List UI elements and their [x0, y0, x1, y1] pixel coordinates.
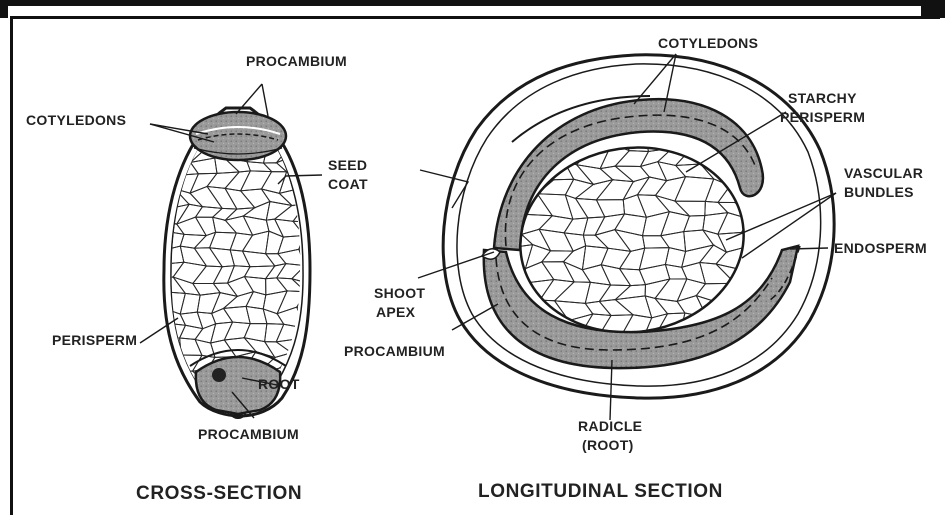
longitudinal-seed [443, 55, 834, 398]
label-long-endosperm: ENDOSPERM [834, 240, 927, 256]
label-cross-root: ROOT [258, 376, 300, 392]
label-long-starchy-1: STARCHY [788, 90, 857, 106]
label-long-radicle-1: RADICLE [578, 418, 642, 434]
label-long-radicle-2: (ROOT) [582, 437, 634, 453]
label-long-vascular-1: VASCULAR [844, 165, 923, 181]
label-cross-seed-coat-2: COAT [328, 176, 368, 192]
label-cross-perisperm: PERISPERM [52, 332, 137, 348]
label-long-vascular-2: BUNDLES [844, 184, 914, 200]
label-cross-procambium-bottom: PROCAMBIUM [198, 426, 299, 442]
label-cross-procambium-top: PROCAMBIUM [246, 53, 347, 69]
caption-cross-section: CROSS-SECTION [136, 483, 302, 504]
label-long-cotyledons: COTYLEDONS [658, 35, 758, 51]
label-cross-seed-coat-1: SEED [328, 157, 367, 173]
cross-cotyledons [190, 112, 286, 160]
label-long-starchy-2: PERISPERM [780, 109, 865, 125]
label-long-shoot-1: SHOOT [374, 285, 425, 301]
caption-longitudinal-section: LONGITUDINAL SECTION [478, 481, 723, 502]
label-cross-cotyledons: COTYLEDONS [26, 112, 126, 128]
label-long-procambium: PROCAMBIUM [344, 343, 445, 359]
label-long-shoot-2: APEX [376, 304, 416, 320]
